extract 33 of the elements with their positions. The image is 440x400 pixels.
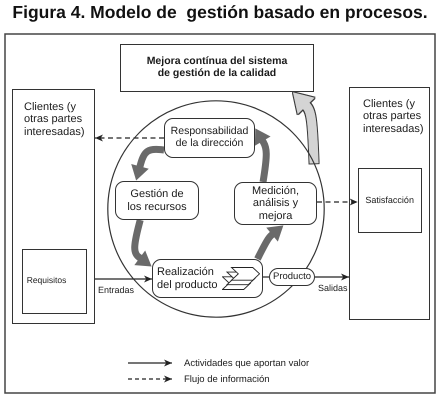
goal-box (120, 44, 314, 92)
process-label: Medición, análisis y mejora (250, 185, 300, 222)
edge-label: Salidas (318, 284, 348, 294)
process-box (164, 118, 255, 158)
satisfaction-box (358, 168, 422, 233)
arrow (95, 276, 152, 282)
curved-block-arrow (254, 128, 271, 183)
curved-block-arrow (131, 219, 152, 266)
process-label: Producto (272, 272, 312, 282)
process-label: Gestión de los recursos (126, 188, 188, 213)
figure-title: Figura 4. Modelo de gestión basado en procesos. (12, 2, 428, 22)
process-label: Realización del producto (157, 266, 219, 291)
legend-label: Flujo de información (184, 374, 270, 384)
process-label: Responsabilidad de la dirección (170, 126, 250, 150)
stakeholder-panel (349, 87, 430, 320)
panel-heading: Clientes (y otras partes interesadas) (363, 98, 425, 135)
stakeholder-panel (12, 89, 95, 324)
process-label: Mejora contínua del sistema de gestión de la calidad (146, 56, 288, 80)
process-box (152, 259, 263, 298)
process-label: Satisfacción (365, 195, 414, 206)
process-box (234, 182, 317, 225)
process-box (115, 181, 199, 220)
requirements-box (22, 248, 87, 314)
legend-label: Actividades que aportan valor (184, 358, 310, 368)
curved-block-arrow (293, 92, 319, 164)
process-label: Requisitos (26, 276, 66, 286)
dashed-arrow (317, 198, 358, 206)
edge-label: Entradas (98, 286, 134, 296)
dashed-arrow (95, 134, 164, 142)
curved-block-arrow (131, 146, 164, 181)
curved-block-arrow (254, 225, 284, 261)
arrow (315, 274, 349, 280)
panel-heading: Clientes (y otras partes interesadas) (24, 101, 86, 138)
